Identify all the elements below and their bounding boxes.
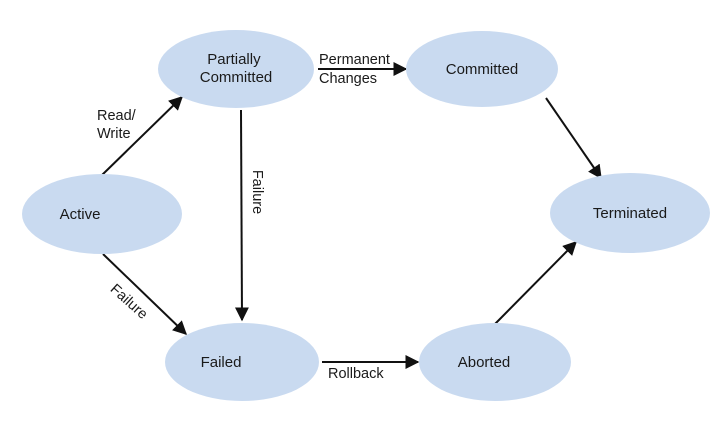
node-terminated-label: Terminated: [593, 205, 667, 222]
node-failed-label: Failed: [201, 354, 242, 371]
node-aborted-label: Aborted: [458, 354, 511, 371]
edge-aborted-to-terminated: [494, 241, 577, 325]
edge-partially-committed-to-failed: [234, 109, 249, 322]
edge-label-rollback: Rollback: [328, 366, 384, 382]
edge-label-changes: Changes: [319, 71, 377, 87]
node-partially-committed-label-line1: Partially: [207, 51, 261, 68]
node-committed: Committed: [406, 31, 558, 107]
node-aborted: Aborted: [419, 323, 571, 401]
node-committed-label: Committed: [446, 61, 519, 78]
node-terminated: Terminated: [550, 173, 710, 253]
edge-active-to-partially-committed: [100, 96, 184, 177]
edge-label-read: Read/: [97, 108, 137, 124]
node-active-label: Active: [60, 206, 101, 223]
node-partially-committed-label-line2: Committed: [200, 69, 273, 86]
edge-committed-to-terminated: [545, 97, 602, 180]
edge-label-permanent: Permanent: [319, 52, 390, 68]
node-partially-committed: Partially Committed: [158, 30, 314, 108]
edge-label-write: Write: [97, 126, 131, 142]
node-failed: Failed: [165, 323, 319, 401]
node-active: Active: [22, 174, 182, 254]
edge-label-failure-diagonal: Failure: [107, 281, 151, 323]
svg-text:Partially Committed: Partially Committed: [200, 51, 273, 86]
edge-label-failure-vertical: Failure: [249, 170, 265, 214]
edge-active-to-failed: [102, 253, 188, 335]
